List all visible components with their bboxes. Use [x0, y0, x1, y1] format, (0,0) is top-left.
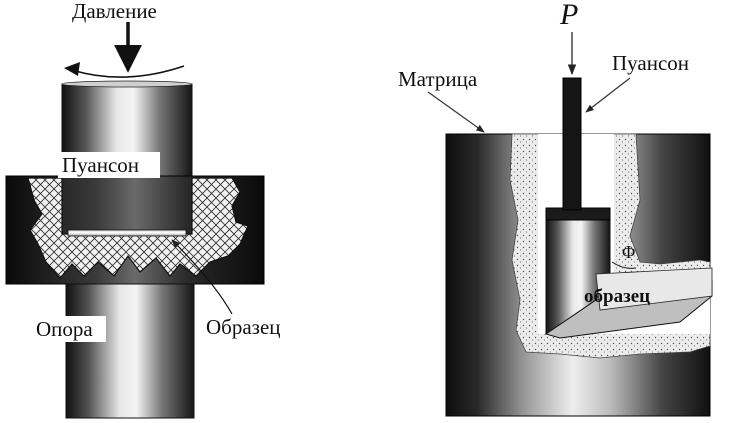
- thin-sample: [67, 229, 187, 237]
- sample-leader-line: [171, 239, 233, 315]
- left-diagram: Давление Пуансон Опора Образец: [5, 0, 281, 419]
- angle-arc: [611, 261, 637, 269]
- rotation-arrow: [71, 65, 185, 78]
- punch-top-face: [61, 80, 193, 88]
- label-p: P: [559, 0, 578, 31]
- right-diagram: P Матрица Пуансон Φ образец: [398, 0, 713, 417]
- matrix-leader-line: [427, 91, 485, 133]
- punch-leader-line: [585, 77, 631, 113]
- label-punch-left: Пуансон: [62, 153, 139, 177]
- hatched-sample-region: [27, 177, 249, 279]
- label-angle: Φ: [622, 242, 635, 262]
- label-sample-right: образец: [584, 286, 650, 307]
- label-pressure: Давление: [72, 0, 157, 23]
- billet-top-band: [595, 267, 713, 311]
- punch-rod: [562, 77, 582, 211]
- label-support: Опора: [36, 317, 93, 341]
- label-sample-left: Образец: [206, 315, 281, 339]
- label-support-bg: [34, 316, 106, 342]
- label-matrix: Матрица: [398, 67, 478, 91]
- label-punch-bg: [58, 152, 160, 178]
- label-punch-right: Пуансон: [612, 51, 689, 75]
- rotation-arrowhead: [64, 62, 80, 76]
- support-cylinder: [65, 283, 195, 419]
